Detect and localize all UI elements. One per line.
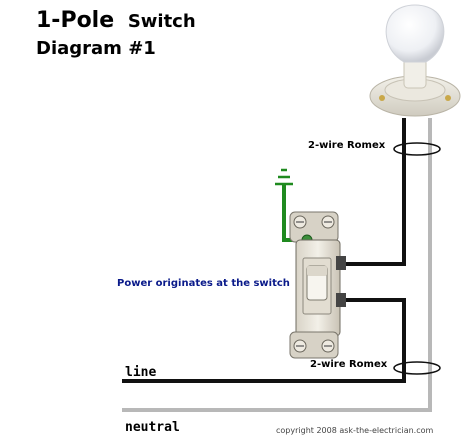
toggle-switch-icon [289,211,346,359]
line-wire [122,298,406,383]
line-label: line [125,365,157,380]
diagram-subtitle: Diagram #1 [36,38,156,59]
title-switch: Switch [127,11,196,32]
diagram-title: 1-Pole Switch [36,8,196,33]
cable-bundle-icon [393,142,441,375]
neutral-wire [122,118,432,412]
switch-leg-wire [342,118,406,266]
ground-symbol-icon [275,168,293,186]
neutral-label: neutral [125,420,180,435]
romex-label-top: 2-wire Romex [308,140,386,151]
power-note: Power originates at the switch [117,278,290,289]
copyright-notice: copyright 2008 ask-the-electrician.com [276,426,434,435]
light-bulb-icon [369,4,461,117]
romex-label-bottom: 2-wire Romex [310,359,388,370]
title-pole: 1-Pole [36,8,115,33]
